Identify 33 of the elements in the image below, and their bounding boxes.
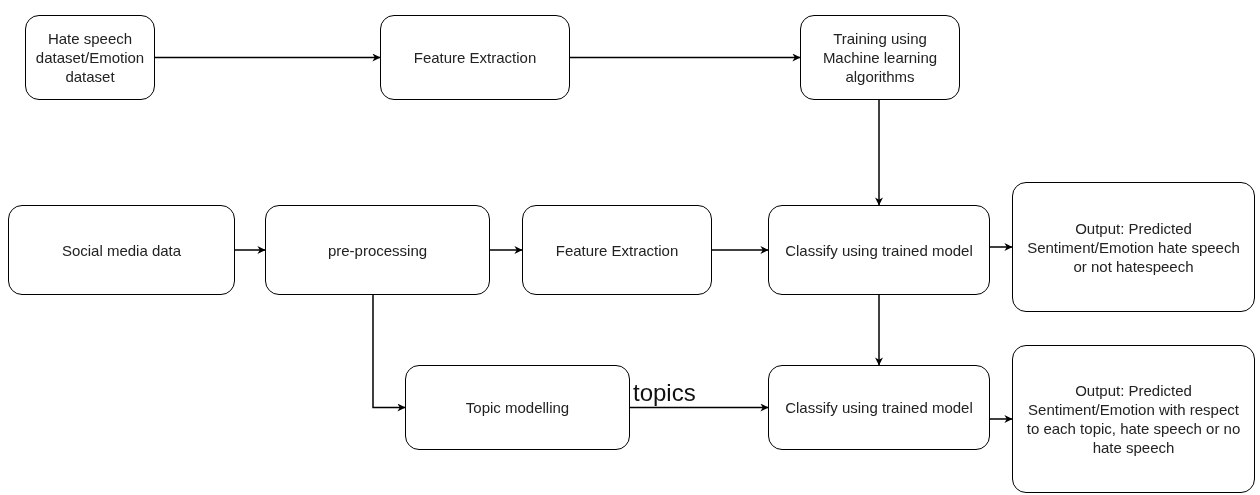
arrow [489, 246, 523, 254]
process-box [522, 205, 712, 295]
arrow [711, 246, 769, 254]
box-text: Feature Extraction [555, 240, 679, 260]
box-text: Hate speech dataset/Emotion dataset [34, 29, 146, 86]
box-text: Social media data [61, 240, 182, 260]
box-text: Training using Machine learning algorithms [821, 29, 939, 86]
process-box [8, 205, 235, 295]
process-box [768, 365, 990, 450]
box-text: Feature Extraction [413, 48, 537, 67]
arrow [989, 243, 1013, 251]
arrow [875, 99, 883, 206]
arrow [372, 294, 406, 412]
box-text: pre-processing [327, 240, 428, 260]
process-box [768, 205, 990, 295]
process-box [25, 15, 155, 100]
arrow [629, 403, 769, 412]
box-text: Output: Predicted Sentiment/Emotion with respect to each topic, hate speech or no hate speech [1025, 381, 1242, 457]
box-text: Output: Predicted Sentiment/Emotion hate speech or not hatespeech [1026, 218, 1241, 276]
process-box [405, 365, 630, 450]
process-box [380, 15, 570, 100]
arrow [234, 246, 266, 254]
process-box [1012, 182, 1255, 312]
box-text: Topic modelling [465, 398, 570, 417]
arrow [569, 53, 801, 62]
box-text: Classify using trained model [785, 398, 973, 417]
arrow [154, 53, 381, 62]
process-box [1012, 345, 1255, 493]
arrow [989, 415, 1013, 423]
box-text: Classify using trained model [785, 240, 973, 260]
process-box [800, 15, 960, 100]
process-box [265, 205, 490, 295]
arrow [875, 294, 883, 366]
